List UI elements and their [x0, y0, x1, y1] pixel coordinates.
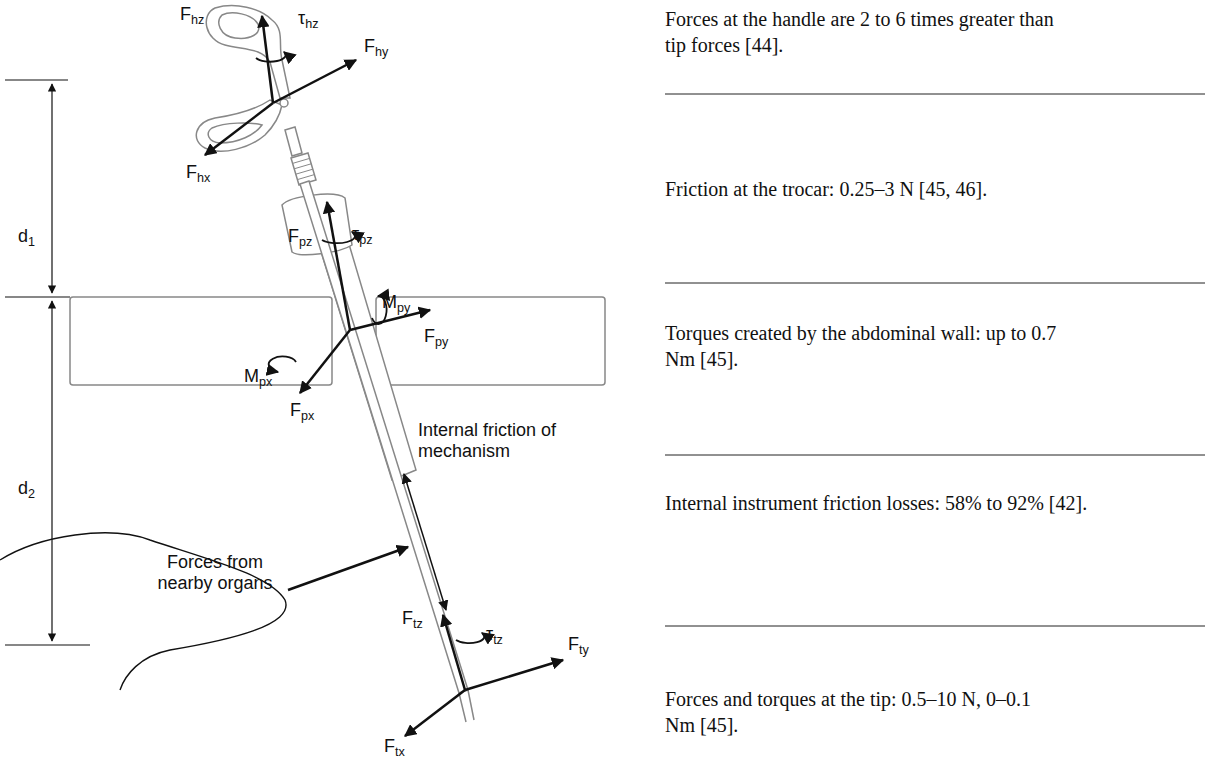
moment-label: Mpy [382, 292, 410, 313]
force-label: Fpx [290, 400, 314, 421]
force-label: Fpy [424, 326, 448, 347]
torque-label: τpz [352, 224, 372, 245]
force-label: Ftx [384, 736, 405, 757]
laparoscopic-instrument [196, 6, 474, 722]
force-arrows [205, 16, 563, 736]
torque-label: τtz [486, 624, 503, 645]
force-label: Fhy [364, 36, 388, 57]
note-separators [665, 94, 1205, 626]
dimension-label: d1 [18, 226, 35, 247]
force-label: Fhz [180, 4, 204, 25]
friction-label: Internal friction of mechanism [418, 420, 558, 461]
force-label: Fhx [186, 162, 210, 183]
moment-label: Mpx [244, 366, 272, 387]
abdominal-wall [70, 297, 605, 385]
force-label: Fty [568, 634, 589, 655]
force-label: Fpz [288, 226, 312, 247]
friction-arrow [404, 474, 446, 610]
torque-label: τhz [298, 8, 318, 29]
note-text: Forces and torques at the tip: 0.5–10 N,… [665, 686, 1065, 738]
organ-label: Forces from nearby organs [140, 552, 290, 593]
dimension-label: d2 [18, 478, 35, 499]
note-text: Friction at the trocar: 0.25–3 N [45, 46… [665, 176, 1185, 202]
knob-ribs [293, 158, 315, 179]
torque-arcs [256, 52, 484, 643]
force-label: Ftz [402, 608, 423, 629]
note-text: Torques created by the abdominal wall: u… [665, 320, 1065, 372]
note-text: Internal instrument friction losses: 58%… [665, 490, 1105, 516]
note-text: Forces at the handle are 2 to 6 times gr… [665, 6, 1065, 58]
